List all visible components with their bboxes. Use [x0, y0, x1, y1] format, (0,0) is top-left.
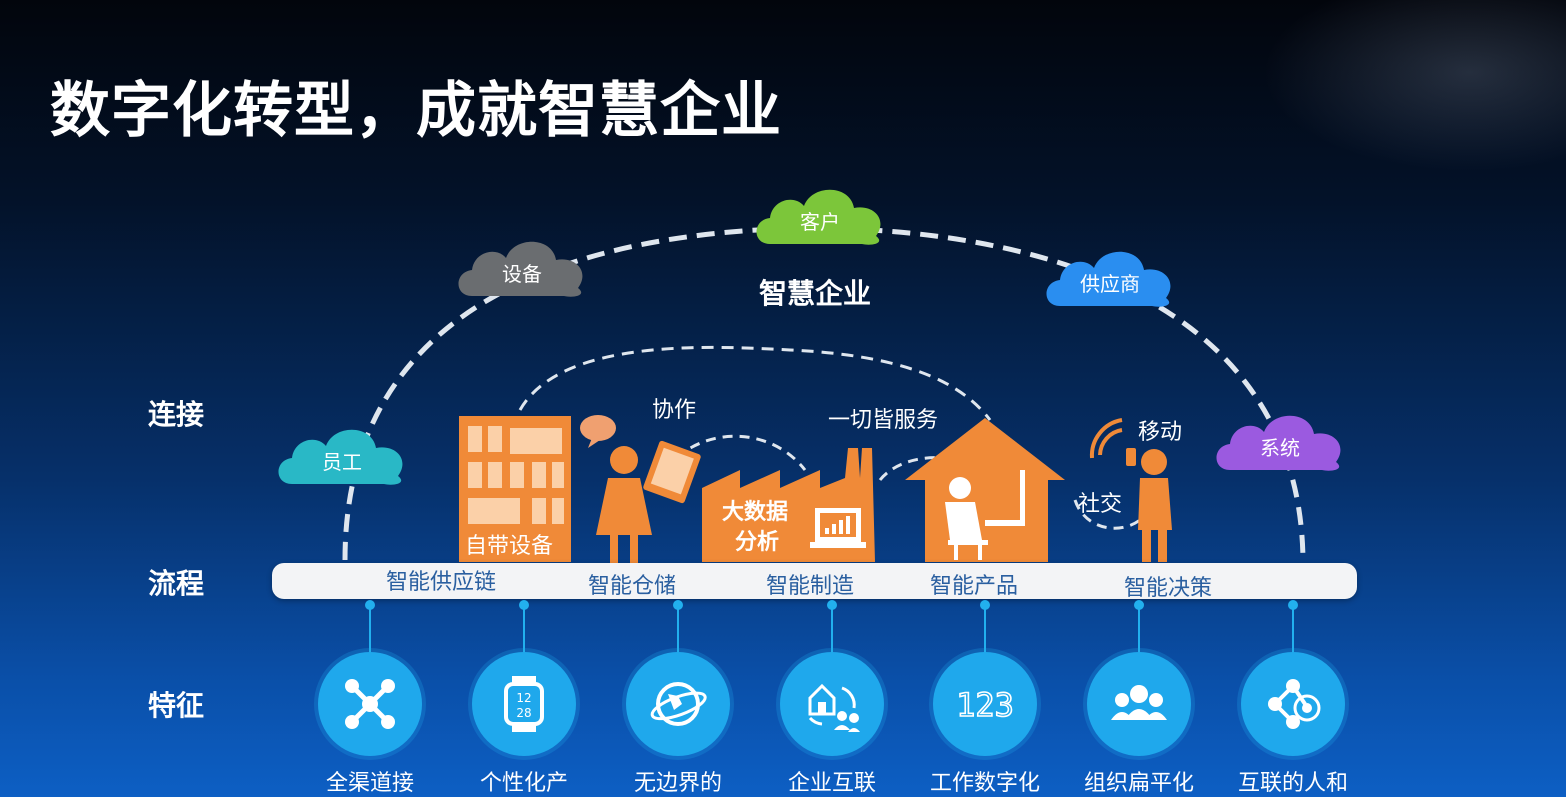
link-arc-social [1073, 499, 1141, 530]
cloud-label: 供应商 [1080, 272, 1140, 296]
label-collab: 协作 [652, 398, 697, 423]
process-item: 智能决策 [1124, 576, 1213, 601]
cloud-employee: 员工 [272, 416, 412, 488]
cloud-icon [1216, 415, 1341, 471]
process-item: 智能仓储 [588, 574, 677, 599]
label-mobile: 移动 [1138, 420, 1183, 445]
cloud-supplier: 供应商 [1040, 238, 1180, 310]
man-with-phone [1089, 418, 1172, 562]
enterprise-connect-icon [808, 683, 860, 732]
cloud-icon [1046, 251, 1171, 307]
feature-label: 无边界的 [633, 771, 722, 796]
office-building [459, 416, 571, 562]
cloud-label: 系统 [1260, 436, 1300, 460]
feature-label: 互联的人和 [1237, 771, 1348, 796]
cloud-system: 系统 [1210, 402, 1350, 474]
cloud-icon [756, 189, 881, 245]
cloud-icon [458, 241, 583, 297]
connector-stem [673, 600, 683, 658]
house-with-worker [905, 418, 1065, 562]
connector-stem [1288, 600, 1298, 658]
network-hub-icon [345, 679, 395, 729]
process-item: 智能供应链 [386, 570, 497, 595]
label-social: 社交 [1078, 492, 1123, 517]
background-glow [1246, 0, 1566, 180]
connected-nodes-icon [1268, 679, 1321, 729]
cloud-label: 客户 [800, 210, 840, 234]
globe-icon [650, 682, 707, 726]
speech-bubble [580, 415, 616, 448]
feature-circle [1087, 652, 1191, 756]
label-bigdata-2: 分析 [735, 530, 780, 555]
svg-text:28: 28 [516, 706, 531, 720]
feature-label: 工作数字化 [929, 771, 1040, 796]
connector-stem [519, 600, 529, 658]
row-label-connect: 连接 [148, 398, 205, 431]
connector-stem [827, 600, 837, 658]
row-label-feature: 特征 [148, 689, 205, 722]
cloud-label: 设备 [502, 262, 542, 286]
label-byod: 自带设备 [465, 534, 554, 559]
feature-circle: 123 [933, 652, 1037, 756]
page-title: 数字化转型，成就智慧企业 [50, 76, 782, 146]
feature-circle [780, 652, 884, 756]
label-everything-service: 一切皆服务 [828, 408, 939, 433]
feature-circle [318, 652, 422, 756]
inner-arc [518, 345, 992, 421]
process-item: 智能产品 [930, 574, 1019, 599]
connector-stem [1134, 600, 1144, 658]
cloud-icon [278, 429, 403, 485]
feature-label: 全渠道接 [325, 771, 414, 796]
feature-label: 个性化产 [479, 771, 568, 796]
team-icon [1111, 685, 1167, 720]
feature-label: 企业互联 [787, 771, 876, 796]
feature-circle [1241, 652, 1345, 756]
digits-123-icon: 123 [955, 685, 1014, 725]
connector-stem [980, 600, 990, 658]
label-bigdata-1: 大数据 [722, 500, 789, 525]
cloud-customer: 客户 [750, 176, 890, 248]
row-label-process: 流程 [148, 567, 205, 600]
woman-with-tablet [596, 440, 701, 563]
process-item: 智能制造 [766, 574, 855, 599]
feature-circle: 12 28 [472, 652, 576, 756]
cloud-label: 员工 [322, 450, 362, 474]
process-bar [272, 563, 1357, 599]
feature-label: 组织扁平化 [1083, 771, 1194, 796]
svg-text:123: 123 [956, 686, 1014, 724]
svg-text:12: 12 [516, 691, 531, 705]
cloud-device: 设备 [452, 228, 592, 300]
center-label: 智慧企业 [758, 277, 871, 310]
connector-stem [365, 600, 375, 658]
feature-circle [626, 652, 730, 756]
smartwatch-icon: 12 28 [504, 676, 544, 732]
factory [702, 448, 875, 562]
